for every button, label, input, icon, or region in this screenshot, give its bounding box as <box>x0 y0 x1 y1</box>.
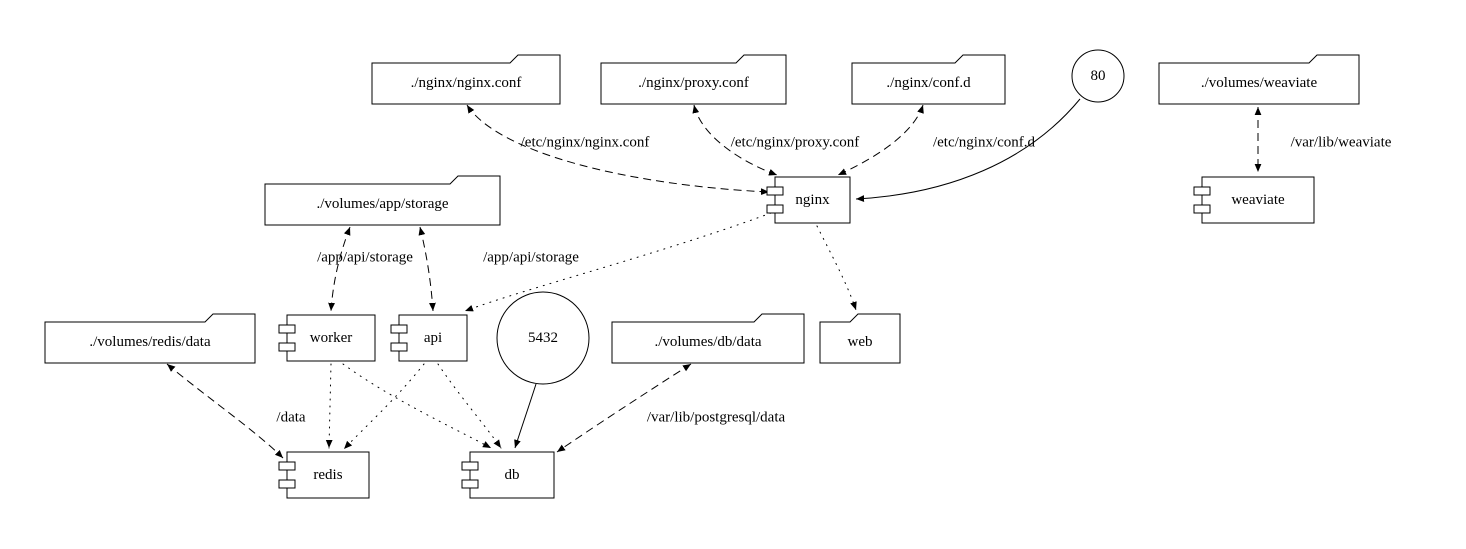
folder-shape-nginx-conf-volume <box>371 54 561 105</box>
folder-shape-weaviate-volume <box>1158 54 1360 105</box>
component-shape-weaviate <box>1193 176 1315 224</box>
circle-shape-port-5432 <box>496 291 590 385</box>
edge-nginx-conf-volume-nginx <box>466 104 770 196</box>
component-shape-worker <box>278 314 376 362</box>
edge-conf-d-volume-nginx <box>837 104 924 176</box>
circle-shape-port-80 <box>1071 49 1125 103</box>
component-shape-db <box>461 451 555 499</box>
edge-port-5432-db <box>514 383 537 449</box>
edge-nginx-api <box>464 212 772 312</box>
edge-app-storage-worker <box>328 226 351 312</box>
folder-shape-proxy-conf-volume <box>600 54 787 105</box>
component-shape-redis <box>278 451 370 499</box>
edge-proxy-conf-volume-nginx <box>692 104 778 176</box>
component-shape-api <box>390 314 468 362</box>
folder-shape-db-data-volume <box>611 313 805 364</box>
edge-worker-db <box>342 363 492 449</box>
edge-nginx-web <box>816 225 857 311</box>
folder-shape-web-volume <box>819 313 901 364</box>
edge-api-db <box>437 363 502 449</box>
edge-app-storage-api <box>418 226 436 312</box>
folder-shape-conf-d-volume <box>851 54 1006 105</box>
folder-shape-app-storage-volume <box>264 175 501 226</box>
edge-api-redis <box>343 363 425 450</box>
edge-redis-data-volume-redis <box>166 363 284 459</box>
folder-shape-redis-data-volume <box>44 313 256 364</box>
edge-db-data-volume-db <box>556 363 692 453</box>
edge-worker-redis <box>325 363 333 449</box>
edge-port-80-nginx <box>855 98 1081 202</box>
component-shape-nginx <box>766 176 851 224</box>
